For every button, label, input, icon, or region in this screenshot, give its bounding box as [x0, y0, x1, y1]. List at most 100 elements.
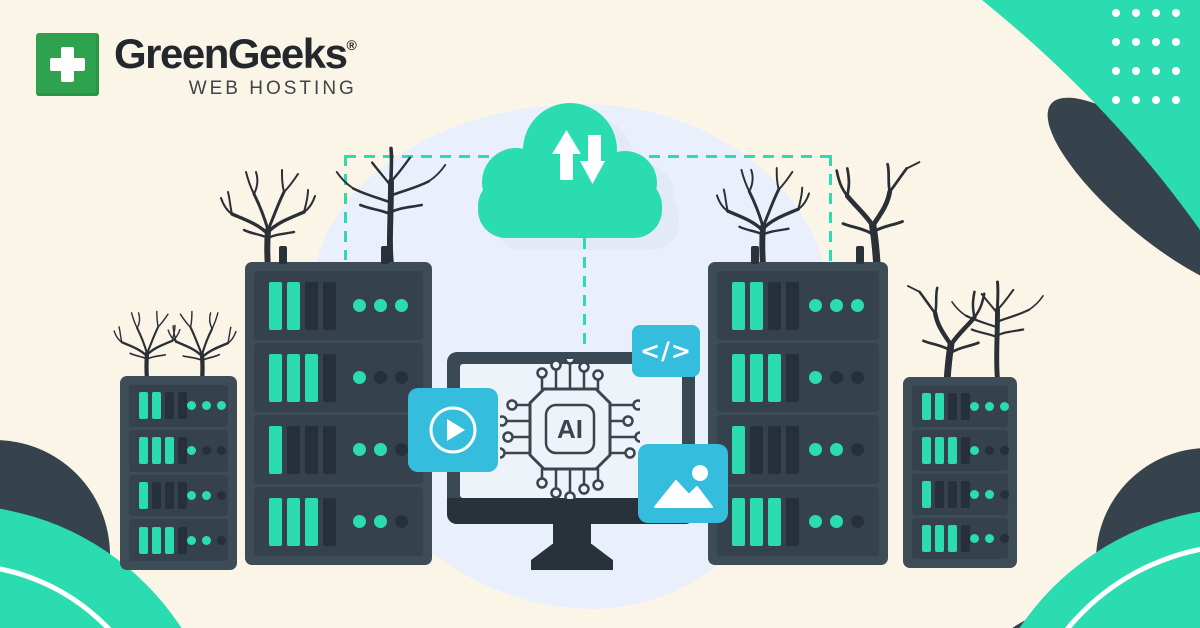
- play-card: [408, 388, 498, 472]
- cloud-sync-icon: [478, 103, 662, 238]
- brand-logo: GreenGeeks® WEB HOSTING: [36, 33, 357, 100]
- bottom-right-dark-blob: [1096, 448, 1200, 628]
- antenna: [279, 246, 287, 264]
- antenna: [856, 246, 864, 264]
- dead-tree-icon: [220, 169, 316, 268]
- status-bar: [269, 281, 282, 330]
- unit-bars: [922, 481, 970, 508]
- dot: [1132, 67, 1140, 75]
- dot: [1172, 38, 1180, 46]
- logo-text: GreenGeeks® WEB HOSTING: [114, 33, 357, 100]
- status-bar: [935, 437, 944, 464]
- status-bar: [786, 497, 799, 546]
- image-icon: [654, 464, 713, 508]
- registered-mark: ®: [346, 37, 357, 53]
- status-dot: [985, 402, 994, 411]
- dead-tree-icon: [951, 280, 1044, 379]
- status-dot: [187, 490, 196, 500]
- status-dots: [809, 515, 864, 528]
- status-dots: [809, 443, 864, 456]
- status-bar: [961, 437, 970, 464]
- status-bar: [922, 481, 931, 508]
- server-unit: [129, 474, 228, 517]
- status-bar: [287, 425, 300, 474]
- dot: [1152, 67, 1160, 75]
- status-dot: [374, 515, 387, 528]
- status-dots: [187, 490, 226, 500]
- status-bar: [935, 525, 944, 552]
- server-unit: [129, 429, 228, 472]
- status-dot: [202, 490, 211, 500]
- status-bar: [922, 525, 931, 552]
- status-bar: [178, 481, 187, 509]
- status-bar: [323, 497, 336, 546]
- status-bar: [948, 437, 957, 464]
- status-bar: [305, 353, 318, 402]
- server-unit: [129, 519, 228, 561]
- status-dot: [187, 535, 196, 545]
- dead-tree-icon: [167, 310, 237, 382]
- status-bar: [922, 437, 931, 464]
- unit-bars: [269, 425, 336, 474]
- dots-grid: [1112, 9, 1180, 104]
- status-dot: [970, 534, 979, 543]
- status-dot: [985, 490, 994, 499]
- status-bar: [948, 393, 957, 420]
- status-dot: [187, 401, 196, 411]
- code-icon: </>: [640, 337, 692, 365]
- status-dot: [851, 371, 864, 384]
- dot: [1132, 38, 1140, 46]
- status-dot: [217, 401, 226, 411]
- dead-tree-icon: [113, 310, 181, 380]
- server-unit: [129, 385, 228, 427]
- top-right-dark-blob: [1047, 97, 1200, 293]
- bottom-left-teal-blob: [0, 508, 182, 628]
- brand-name: GreenGeeks®: [114, 30, 357, 77]
- status-bar: [269, 353, 282, 402]
- status-bar: [178, 437, 187, 465]
- dot: [1152, 96, 1160, 104]
- status-bar: [165, 437, 174, 465]
- dot: [1172, 9, 1180, 17]
- unit-bars: [922, 393, 970, 420]
- status-bar: [287, 497, 300, 546]
- status-dot: [1000, 402, 1009, 411]
- status-bar: [935, 481, 944, 508]
- unit-bars: [269, 497, 336, 546]
- status-dots: [970, 446, 1009, 455]
- status-bar: [305, 425, 318, 474]
- status-bar: [152, 392, 161, 420]
- status-bar: [948, 481, 957, 508]
- status-bar: [139, 437, 148, 465]
- status-bar: [165, 481, 174, 509]
- status-dots: [970, 490, 1009, 499]
- status-bar: [948, 525, 957, 552]
- status-bar: [935, 393, 944, 420]
- bottom-left-arc-ring: [0, 566, 112, 628]
- unit-bars: [139, 526, 187, 554]
- status-bar: [178, 392, 187, 420]
- dot: [1172, 67, 1180, 75]
- dot: [1112, 9, 1120, 17]
- status-dots: [970, 534, 1009, 543]
- dot: [1172, 96, 1180, 104]
- status-bar: [139, 481, 148, 509]
- brand-tagline: WEB HOSTING: [188, 78, 357, 99]
- logo-mark: [36, 33, 99, 96]
- server-unit: [912, 474, 1009, 515]
- bottom-right-arc-ring: [1064, 546, 1200, 628]
- status-dot: [970, 490, 979, 499]
- server-tower-right-small: [903, 377, 1017, 568]
- status-bar: [152, 481, 161, 509]
- upload-arrow-icon: [552, 130, 581, 180]
- status-dots: [970, 402, 1009, 411]
- play-icon: [429, 406, 477, 454]
- ai-chip-label: AI: [557, 414, 583, 444]
- status-dot: [851, 515, 864, 528]
- dashed-line-right: [829, 155, 832, 262]
- status-bar: [269, 425, 282, 474]
- dot: [1152, 38, 1160, 46]
- status-bar: [323, 425, 336, 474]
- code-card: </>: [632, 325, 700, 377]
